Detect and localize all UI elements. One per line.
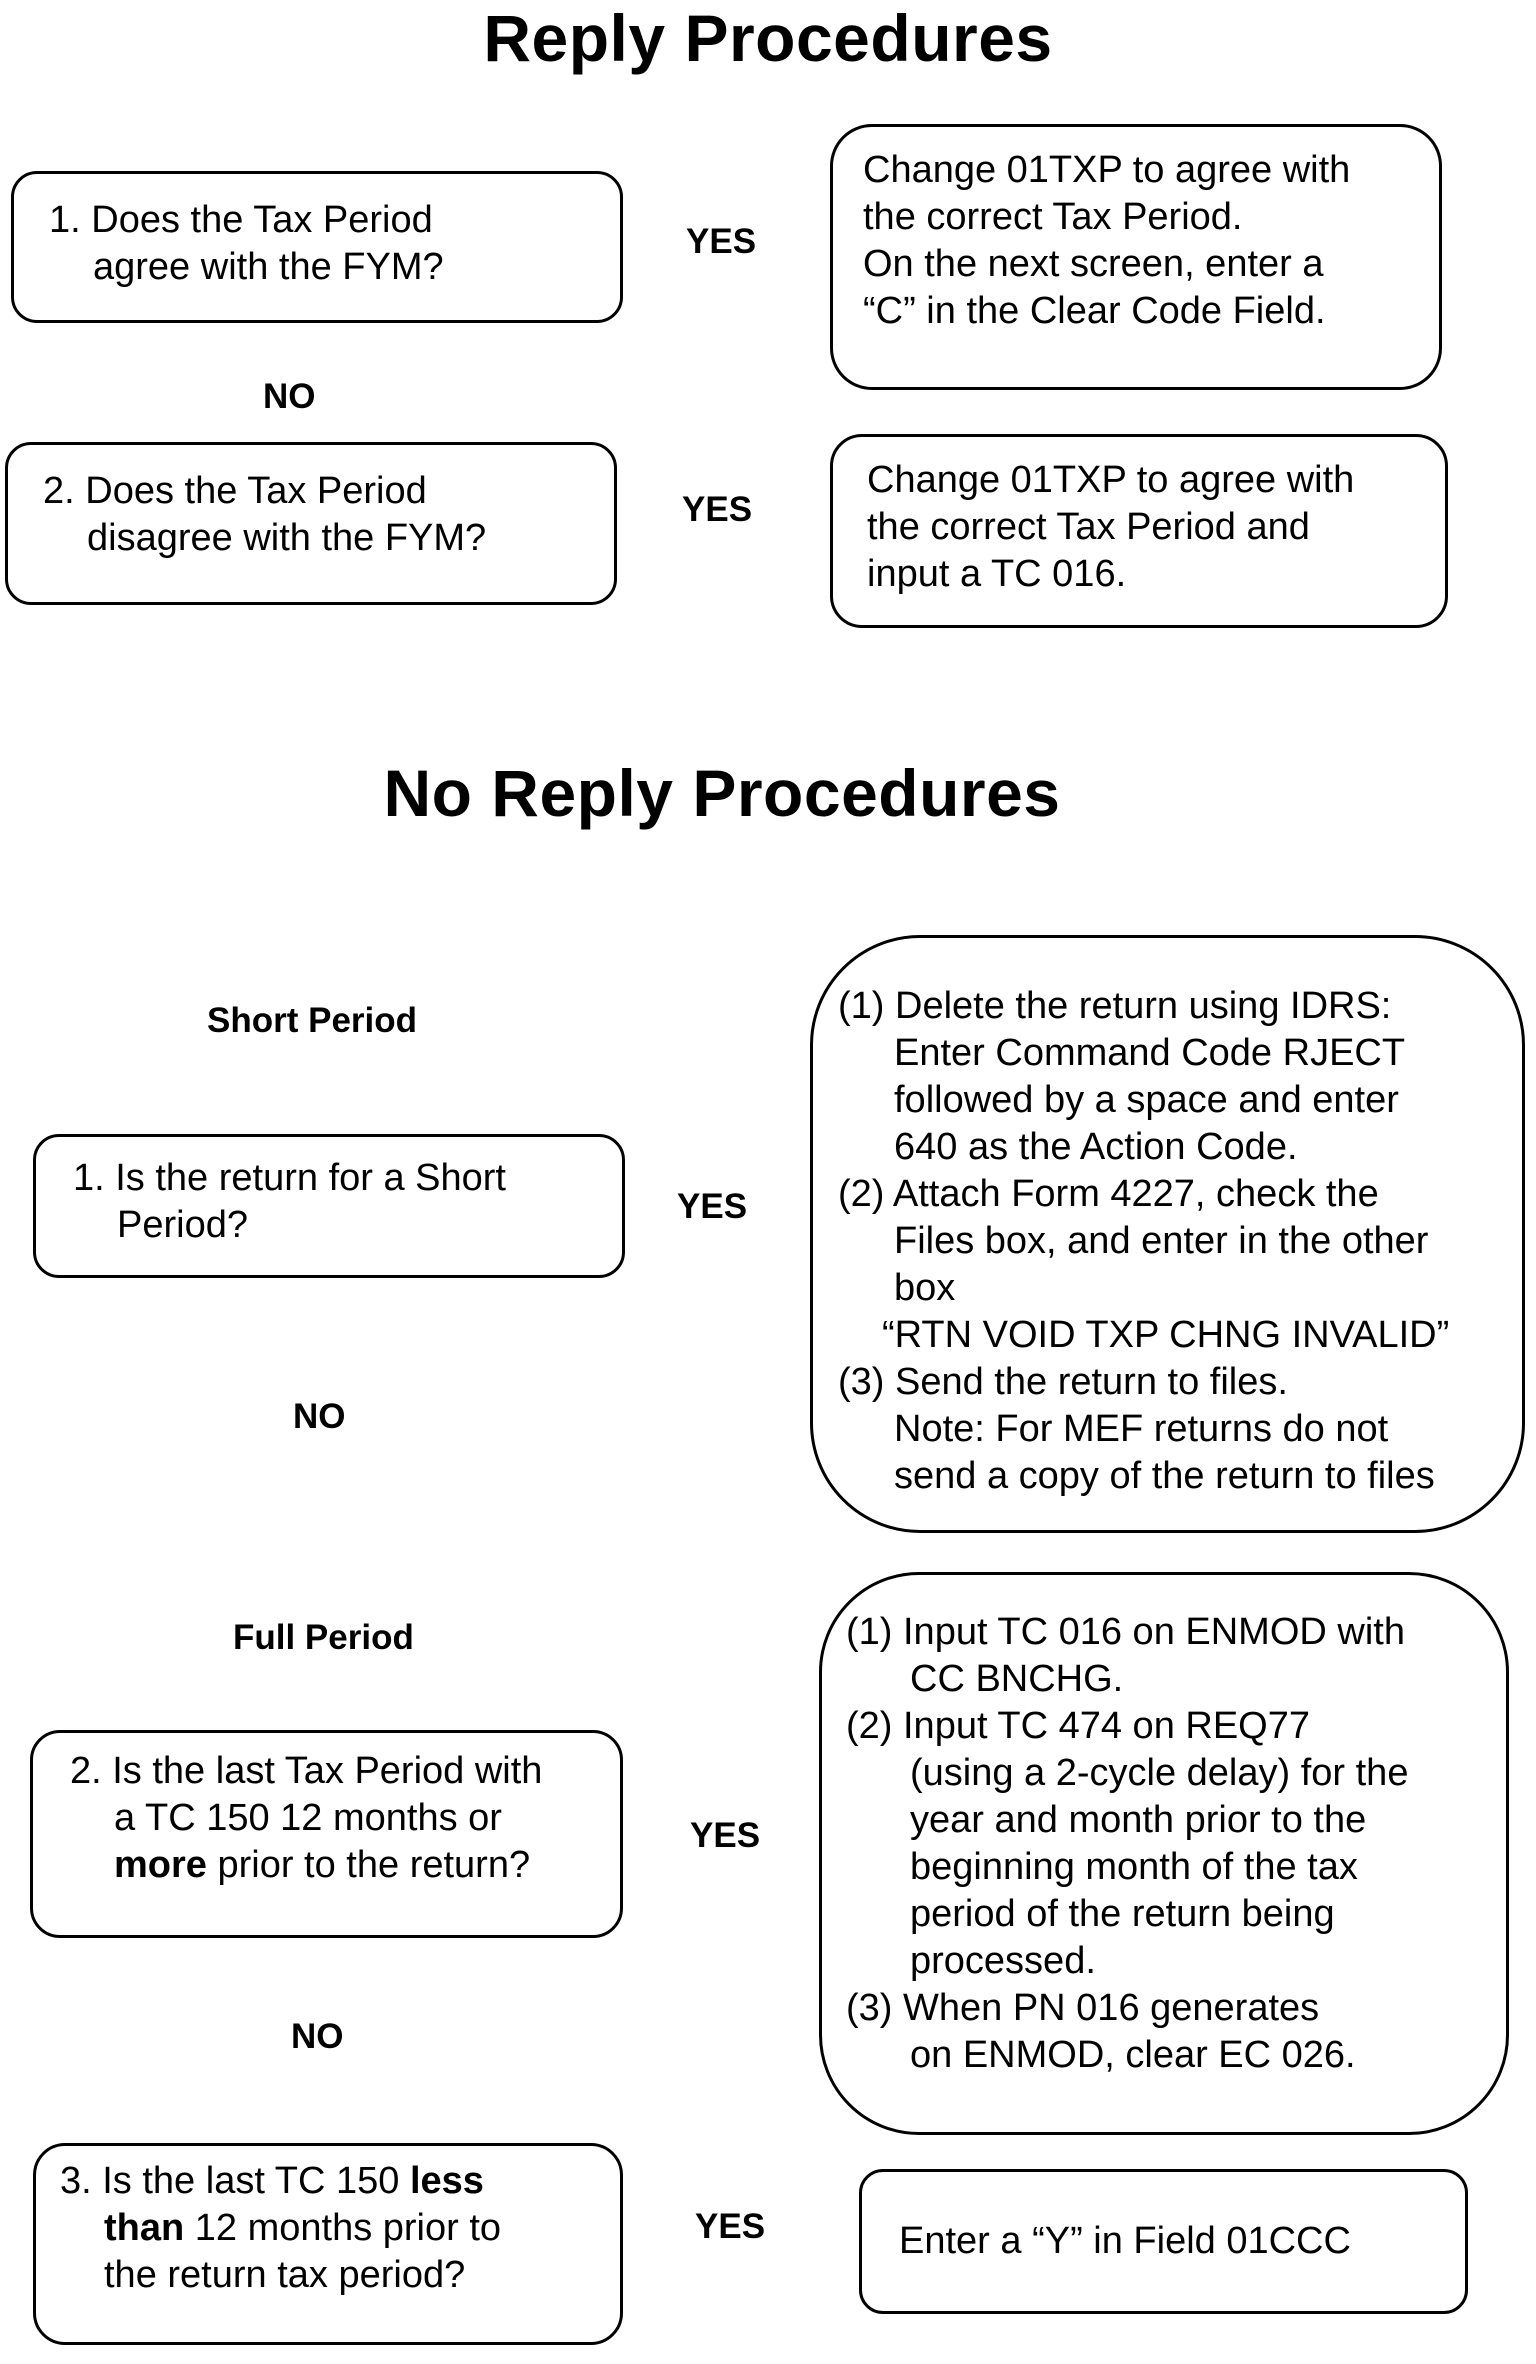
no-reply-a2-line8: processed. (910, 1940, 1096, 1982)
no-reply-q3-box: 3. Is the last TC 150 less than 12 month… (33, 2143, 623, 2345)
reply-a2-box: Change 01TXP to agree with the correct T… (830, 434, 1448, 628)
reply-yes-label-2: YES (682, 490, 753, 529)
full-period-heading: Full Period (233, 1618, 414, 1657)
reply-q2-box: 2. Does the Tax Period disagree with the… (5, 442, 617, 605)
reply-q2-line2: disagree with the FYM? (87, 517, 487, 559)
no-reply-yes-label-2: YES (690, 1816, 761, 1855)
reply-a1-line3: On the next screen, enter a (863, 243, 1324, 285)
no-reply-q1-line1: 1. Is the return for a Short (73, 1157, 506, 1199)
reply-q1-box: 1. Does the Tax Period agree with the FY… (11, 171, 623, 323)
no-reply-a2-line6: beginning month of the tax (910, 1846, 1358, 1888)
no-reply-procedures-title: No Reply Procedures (383, 756, 1061, 830)
no-reply-q1-line2: Period? (117, 1204, 248, 1246)
reply-q2-line1: 2. Does the Tax Period (43, 470, 427, 512)
no-reply-q3-line1: 3. Is the last TC 150 less (60, 2160, 484, 2202)
reply-a1-line1: Change 01TXP to agree with (863, 149, 1351, 191)
no-reply-no-label-2: NO (291, 2017, 344, 2056)
no-reply-q2-line1: 2. Is the last Tax Period with (70, 1750, 543, 1792)
no-reply-a2-line9: (3) When PN 016 generates (846, 1987, 1320, 2029)
no-reply-a2-box: (1) Input TC 016 on ENMOD with CC BNCHG.… (819, 1572, 1509, 2135)
no-reply-a2-line3: (2) Input TC 474 on REQ77 (846, 1705, 1310, 1747)
reply-q1-line2: agree with the FYM? (93, 246, 444, 288)
no-reply-yes-label-1: YES (677, 1187, 748, 1226)
no-reply-a1-line6: Files box, and enter in the other (894, 1220, 1429, 1262)
reply-no-label: NO (263, 377, 316, 416)
no-reply-q2-line3: more prior to the return? (114, 1844, 531, 1886)
no-reply-q2-line2: a TC 150 12 months or (114, 1797, 502, 1839)
no-reply-a1-box: (1) Delete the return using IDRS: Enter … (810, 935, 1525, 1533)
no-reply-q2-box: 2. Is the last Tax Period with a TC 150 … (30, 1730, 623, 1938)
no-reply-a2-line5: year and month prior to the (910, 1799, 1367, 1841)
no-reply-a3-box: Enter a “Y” in Field 01CCC (859, 2169, 1468, 2314)
no-reply-a1-line11: send a copy of the return to files (894, 1455, 1435, 1497)
no-reply-a1-line1: (1) Delete the return using IDRS: (838, 985, 1392, 1027)
no-reply-a2-line2: CC BNCHG. (910, 1658, 1124, 1700)
no-reply-a2-line7: period of the return being (910, 1893, 1335, 1935)
no-reply-a1-line8: “RTN VOID TXP CHNG INVALID” (882, 1314, 1450, 1356)
no-reply-q3-line3: the return tax period? (104, 2254, 466, 2296)
reply-a2-line1: Change 01TXP to agree with (867, 459, 1355, 501)
no-reply-a1-line7: box (894, 1267, 956, 1309)
no-reply-no-label-1: NO (293, 1397, 346, 1436)
no-reply-a1-line2: Enter Command Code RJECT (894, 1032, 1406, 1074)
reply-a1-line4: “C” in the Clear Code Field. (863, 290, 1326, 332)
no-reply-a1-line10: Note: For MEF returns do not (894, 1408, 1389, 1450)
reply-a2-line3: input a TC 016. (867, 553, 1127, 595)
reply-yes-label-1: YES (686, 222, 757, 261)
no-reply-a3-line1: Enter a “Y” in Field 01CCC (899, 2220, 1351, 2262)
reply-q1-line1: 1. Does the Tax Period (49, 199, 433, 241)
no-reply-yes-label-3: YES (695, 2207, 766, 2246)
no-reply-a1-line9: (3) Send the return to files. (838, 1361, 1288, 1403)
no-reply-a1-line5: (2) Attach Form 4227, check the (838, 1173, 1379, 1215)
reply-a2-line2: the correct Tax Period and (867, 506, 1310, 548)
no-reply-q1-box: 1. Is the return for a Short Period? (33, 1134, 625, 1278)
short-period-heading: Short Period (207, 1001, 418, 1040)
no-reply-a2-line1: (1) Input TC 016 on ENMOD with (846, 1611, 1405, 1653)
no-reply-a1-line3: followed by a space and enter (894, 1079, 1399, 1121)
no-reply-a2-line4: (using a 2-cycle delay) for the (910, 1752, 1409, 1794)
reply-procedures-title: Reply Procedures (483, 1, 1053, 75)
reply-a1-line2: the correct Tax Period. (863, 196, 1243, 238)
reply-a1-box: Change 01TXP to agree with the correct T… (830, 124, 1442, 390)
no-reply-a1-line4: 640 as the Action Code. (894, 1126, 1298, 1168)
no-reply-q3-line2: than 12 months prior to (104, 2207, 502, 2249)
no-reply-a2-line10: on ENMOD, clear EC 026. (910, 2034, 1356, 2076)
